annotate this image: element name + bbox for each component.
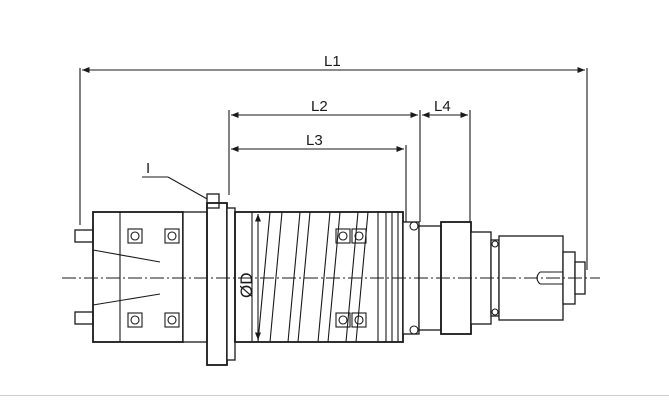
bottom-divider — [0, 395, 669, 396]
dimension-lines — [82, 66, 585, 153]
mounting-flange — [206, 202, 236, 366]
detail-label: I — [146, 160, 150, 177]
L3-label: L3 — [306, 132, 323, 149]
detail-leader — [142, 176, 220, 209]
L2-label: L2 — [311, 98, 328, 115]
rear-housing — [74, 211, 208, 343]
diameter-label: ØD — [237, 273, 256, 299]
bolt-heads — [127, 228, 180, 328]
spindle-body — [234, 211, 404, 343]
L1-label: L1 — [324, 53, 341, 70]
extension-lines — [79, 68, 588, 270]
L4-label: L4 — [434, 98, 451, 115]
